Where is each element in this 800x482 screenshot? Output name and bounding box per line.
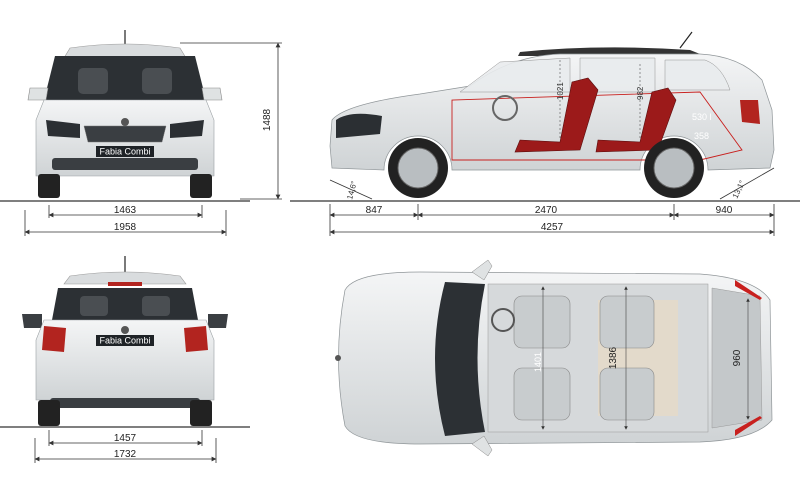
length-label: 4257 — [541, 222, 564, 233]
top-steering-wheel-icon — [491, 308, 515, 332]
height-label: 1488 — [262, 108, 273, 131]
side-taillight — [740, 100, 760, 124]
windshield — [44, 56, 206, 100]
roof — [63, 43, 187, 59]
plate-text: Fabia Combi — [99, 147, 150, 157]
front-overhang-label: 847 — [366, 205, 383, 216]
rear-mirror-right — [208, 314, 228, 328]
rear-width-label: 1732 — [114, 449, 137, 460]
taillight-left — [42, 326, 66, 352]
rear-view: Fabia Combi — [22, 256, 228, 426]
headlight-right — [170, 120, 204, 138]
steering-wheel-icon — [492, 95, 518, 121]
top-rear-width-label: 1386 — [608, 346, 619, 369]
wheelbase-label: 2470 — [535, 205, 558, 216]
headroom-rear-label: 982 — [636, 86, 645, 100]
mirror-left — [27, 87, 49, 101]
headlight-left — [46, 120, 80, 138]
rear-overhang-label: 940 — [716, 205, 733, 216]
departure-angle-label: 13,1° — [731, 179, 747, 200]
rear-tire-left — [38, 400, 60, 426]
boot-width-label: 960 — [732, 349, 743, 366]
rear-plate-text: Fabia Combi — [99, 336, 150, 346]
front-seat — [514, 77, 599, 153]
rear-window — [52, 288, 198, 320]
mirror-right — [201, 87, 223, 101]
brake-light — [108, 282, 142, 286]
front-width-label: 1958 — [114, 222, 137, 233]
boot-height-label: 358 — [694, 131, 709, 141]
top-seat-rear-right — [599, 367, 655, 421]
boot-volume-label: 530 l — [692, 112, 712, 122]
rear-seat — [595, 87, 677, 153]
antenna — [679, 31, 693, 49]
side-view: 1021 982 530 l 358 — [329, 31, 775, 198]
top-front-width-label: 1401 — [533, 352, 543, 372]
front-track-label: 1463 — [114, 205, 137, 216]
top-windshield — [435, 282, 485, 436]
side-headlight — [336, 113, 382, 138]
front-grille — [83, 125, 167, 143]
top-mirror-left — [471, 259, 493, 281]
rear-body — [35, 319, 215, 401]
top-seat-front-right — [513, 367, 571, 421]
front-tire-left — [38, 174, 60, 198]
rear-tire-right — [190, 400, 212, 426]
front-view: Fabia Combi — [27, 30, 223, 198]
taillight-right — [184, 326, 208, 352]
rear-track-label: 1457 — [114, 433, 137, 444]
approach-angle-label: 14,6° — [345, 180, 359, 200]
top-seat-front-left — [513, 295, 571, 349]
top-view: 1401 1386 960 — [335, 259, 773, 457]
brand-logo-icon — [121, 118, 129, 126]
rear-brand-logo-icon — [121, 326, 129, 334]
rear-license-plate — [96, 335, 154, 346]
rear-mirror-left — [22, 314, 42, 328]
front-tire-right — [190, 174, 212, 198]
license-plate — [96, 146, 154, 157]
top-seat-rear-left — [599, 295, 655, 349]
headroom-front-label: 1021 — [556, 82, 565, 100]
top-mirror-right — [471, 435, 493, 457]
